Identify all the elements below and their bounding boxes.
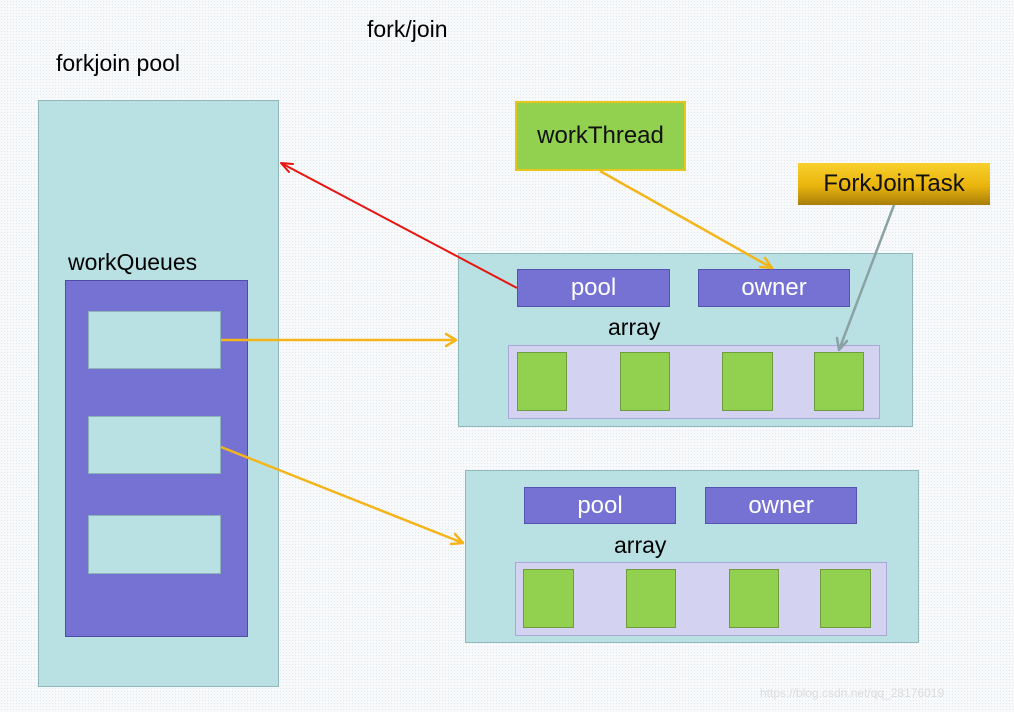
workqueue-slot-2	[88, 416, 221, 474]
arrow-workthread-to-owner	[599, 169, 774, 270]
diagram-title: fork/join	[367, 16, 448, 42]
work-thread-box: workThread	[515, 101, 686, 171]
queue-top-task-1	[517, 352, 567, 411]
queue-top-owner: owner	[698, 269, 850, 307]
watermark: https://blog.csdn.net/qq_28176019	[760, 686, 945, 700]
queue-top-task-4	[814, 352, 864, 411]
fork-join-task-box: ForkJoinTask	[798, 163, 990, 205]
workqueues-label: workQueues	[68, 249, 198, 275]
queue-bottom-owner: owner	[705, 487, 857, 524]
arrow-slot2-to-bottom-queue	[220, 445, 465, 546]
queue-top-task-2	[620, 352, 670, 411]
arrow-slot1-to-top-queue	[221, 332, 458, 348]
queue-bottom-task-1	[523, 569, 574, 628]
queue-bottom-pool: pool	[524, 487, 676, 524]
workqueue-slot-1	[88, 311, 221, 369]
queue-top-array-label: array	[608, 314, 661, 340]
arrow-pool-to-forkjoin-pool	[280, 162, 518, 289]
pool-label: forkjoin pool	[56, 50, 181, 76]
queue-top-pool: pool	[517, 269, 670, 307]
arrow-forkjointask-to-cell	[835, 204, 896, 352]
queue-bottom-task-3	[729, 569, 779, 628]
queue-bottom-task-2	[626, 569, 676, 628]
workqueue-slot-3	[88, 515, 221, 574]
queue-bottom-array-label: array	[614, 532, 667, 558]
queue-top-task-3	[722, 352, 773, 411]
queue-bottom-task-4	[820, 569, 871, 628]
